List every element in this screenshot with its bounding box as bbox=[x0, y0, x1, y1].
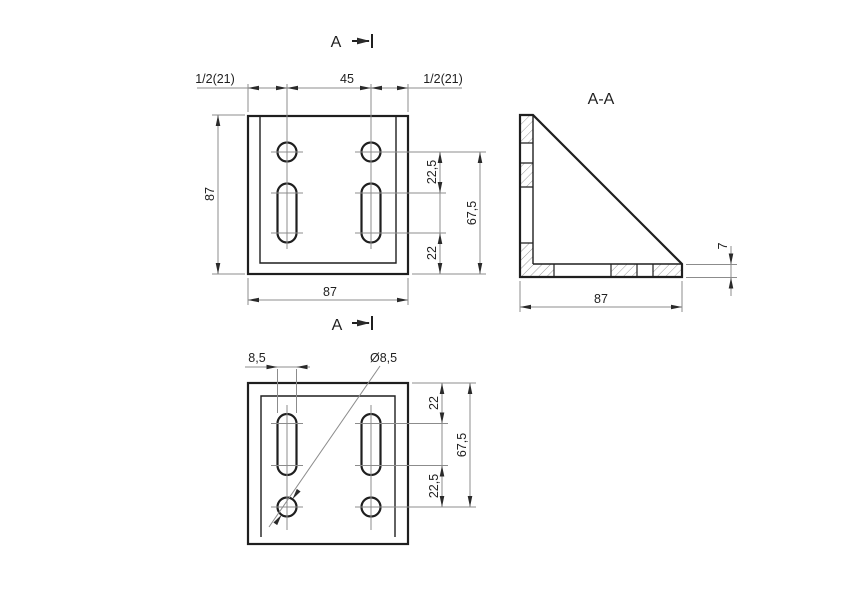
dim-text-front-top-right: 1/2(21) bbox=[423, 72, 463, 86]
dim-text-front-right-span: 67,5 bbox=[465, 201, 479, 225]
bottom-dim-slot-width-lines bbox=[245, 366, 310, 413]
dim-text-section-bottom-width: 87 bbox=[594, 292, 608, 306]
section-dim-bottom-lines bbox=[519, 281, 683, 312]
dim-arrow bbox=[215, 115, 221, 126]
front-view: 1/2(21) 45 1/2(21) 87 87 22,5 bbox=[195, 72, 486, 305]
section-hatch-band bbox=[520, 163, 533, 187]
section-dim-thickness: 7 bbox=[686, 242, 737, 296]
dim-arrow bbox=[397, 85, 408, 91]
front-view-centerlines bbox=[271, 84, 372, 249]
section-marker-bottom-arrowhead-icon bbox=[357, 319, 370, 327]
bottom-view-centerlines bbox=[271, 405, 372, 530]
front-dim-top-chain: 1/2(21) 45 1/2(21) bbox=[195, 72, 463, 91]
dim-arrow bbox=[287, 85, 298, 91]
bottom-dim-right-group: 22 22,5 67,5 bbox=[427, 383, 473, 507]
dim-arrow bbox=[296, 364, 308, 370]
section-cut-marker-top: A bbox=[331, 34, 373, 51]
dim-text-front-bottom-width: 87 bbox=[323, 285, 337, 299]
front-dim-bottom-width: 87 bbox=[247, 278, 409, 305]
dim-arrow bbox=[397, 297, 408, 303]
front-dim-right-lines bbox=[439, 152, 481, 274]
dim-text-section-thickness: 7 bbox=[716, 242, 730, 249]
dim-arrow bbox=[276, 85, 287, 91]
dim-arrow bbox=[728, 253, 734, 265]
section-hatch-band bbox=[653, 264, 682, 277]
dim-arrow bbox=[439, 383, 445, 394]
bottom-view-right-extension-lines bbox=[355, 382, 476, 508]
dim-text-bottom-slot-width: 8,5 bbox=[248, 351, 265, 365]
section-hatch-corner bbox=[520, 243, 554, 277]
dim-arrow bbox=[467, 383, 473, 394]
front-view-right-extension-lines bbox=[355, 151, 486, 275]
section-hatch-band bbox=[520, 115, 533, 143]
section-marker-top-label: A bbox=[331, 34, 342, 51]
dim-text-front-top-left: 1/2(21) bbox=[195, 72, 235, 86]
dim-arrow bbox=[371, 85, 382, 91]
bottom-dim-slot-width: 8,5 bbox=[245, 351, 310, 413]
section-view-title: A-A bbox=[588, 91, 615, 108]
bottom-view-outline bbox=[246, 381, 410, 546]
section-dim-bottom-width: 87 bbox=[519, 281, 683, 312]
dim-arrow bbox=[477, 263, 483, 274]
front-view-outline bbox=[246, 114, 410, 276]
section-cut-marker-bottom: A bbox=[332, 316, 373, 334]
section-view: A-A 87 7 bbox=[518, 91, 737, 312]
dim-text-front-right-hole-offset: 22,5 bbox=[425, 160, 439, 184]
dim-arrow bbox=[248, 297, 259, 303]
dim-arrow bbox=[467, 496, 473, 507]
dim-arrow bbox=[439, 412, 445, 424]
dim-text-front-right-slot-offset: 22 bbox=[425, 246, 439, 260]
dim-text-bottom-hole-diameter: Ø8,5 bbox=[370, 351, 397, 365]
dim-arrow bbox=[728, 277, 734, 289]
dim-arrow bbox=[248, 85, 259, 91]
front-dim-right-group: 22,5 22 67,5 bbox=[425, 152, 483, 274]
dim-arrow bbox=[671, 304, 682, 310]
section-marker-bottom-label: A bbox=[332, 317, 343, 334]
front-view-top-extension-lines bbox=[247, 84, 409, 112]
section-marker-top-arrowhead-icon bbox=[357, 37, 370, 45]
dim-arrow bbox=[266, 364, 278, 370]
dim-arrow bbox=[360, 85, 371, 91]
dim-text-bottom-right-slot-offset: 22 bbox=[427, 396, 441, 410]
bottom-view: 8,5 Ø8,5 22 22,5 67,5 bbox=[245, 351, 476, 546]
dim-arrow bbox=[477, 152, 483, 163]
front-dim-left-height: 87 bbox=[203, 114, 245, 275]
section-hole-boundary-lines bbox=[520, 142, 654, 277]
bottom-dim-right-lines bbox=[441, 383, 471, 507]
bottom-dim-hole-diameter: Ø8,5 bbox=[268, 351, 397, 528]
dim-arrow bbox=[437, 233, 443, 244]
dim-text-bottom-right-span: 67,5 bbox=[455, 433, 469, 457]
front-view-inner-edge bbox=[259, 117, 397, 264]
dim-arrow bbox=[437, 263, 443, 274]
dim-text-front-left-height: 87 bbox=[203, 187, 217, 201]
section-view-outline bbox=[518, 113, 684, 279]
dim-arrow bbox=[215, 263, 221, 274]
dim-text-front-top-center: 45 bbox=[340, 72, 354, 86]
dim-text-bottom-right-hole-offset: 22,5 bbox=[427, 474, 441, 498]
section-view-inner-edges bbox=[532, 115, 682, 265]
bottom-view-inner-edge bbox=[260, 395, 396, 537]
front-dim-left-lines bbox=[212, 114, 245, 275]
dim-arrow bbox=[520, 304, 531, 310]
section-hatch-band bbox=[611, 264, 637, 277]
front-dim-bottom-lines bbox=[247, 278, 409, 305]
bottom-dim-leader-line bbox=[268, 365, 381, 528]
